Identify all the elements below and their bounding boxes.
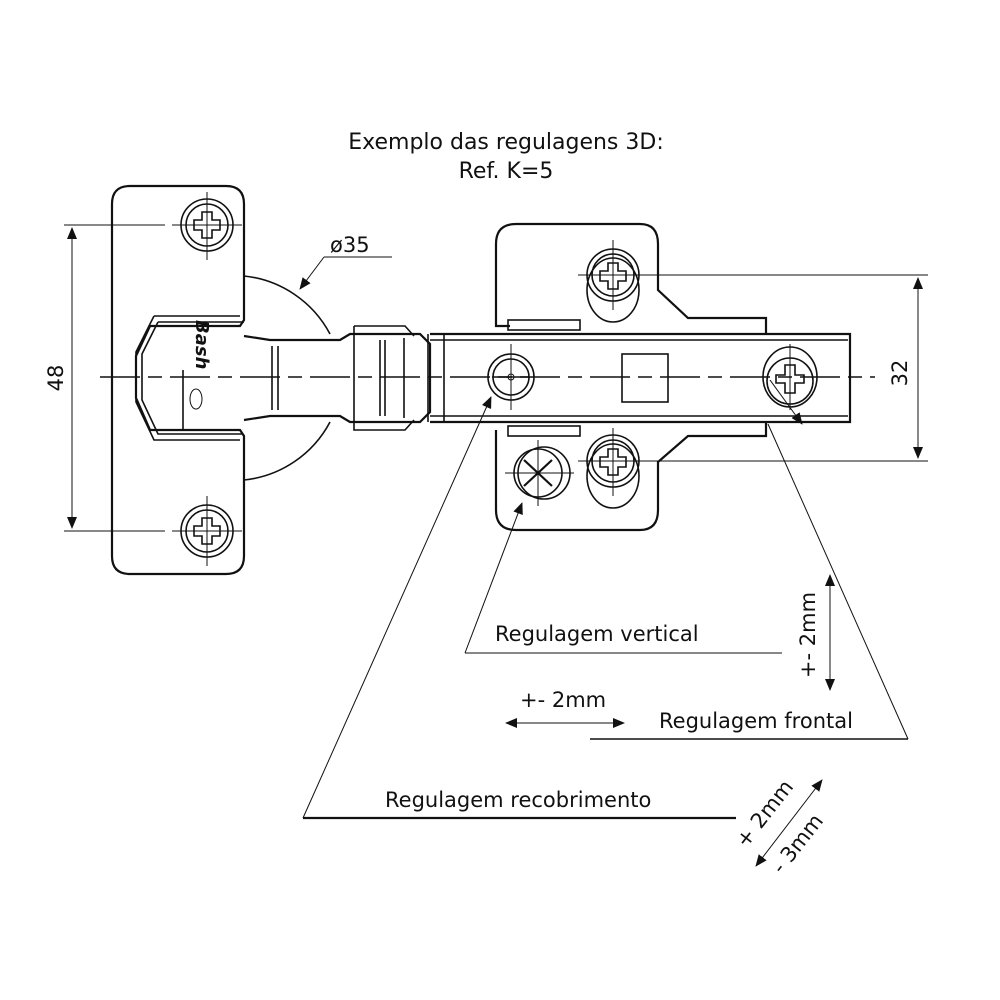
title-line-1: Exemplo das regulagens 3D: xyxy=(348,130,664,155)
dimension-48-label: 48 xyxy=(44,365,68,392)
dimension-48: 48 xyxy=(44,224,165,532)
center-square xyxy=(621,353,669,403)
hinge-cup-plate: Bash xyxy=(110,184,331,576)
phillips-cross-icon xyxy=(599,262,627,290)
mounting-plate xyxy=(494,222,768,532)
screw-bottom-left xyxy=(172,496,242,566)
cup-arc-bottom xyxy=(243,421,331,481)
screw-top-left xyxy=(172,192,242,260)
screw-vertical-adjust xyxy=(505,440,574,506)
overlay-range-minus: - 3mm xyxy=(767,809,828,878)
cup-diameter-label: ø35 xyxy=(330,233,370,257)
screw-plate-bottom xyxy=(578,428,650,509)
overlay-arrow xyxy=(755,779,823,867)
title-line-2: Ref. K=5 xyxy=(459,159,554,184)
phillips-cross-icon xyxy=(775,364,805,394)
frontal-range-label: +- 2mm xyxy=(520,688,606,712)
callout-overlay: Regulagem recobrimento + 2mm - 3mm xyxy=(302,396,828,878)
phillips-cross-icon xyxy=(193,517,221,545)
phillips-cross-icon xyxy=(599,448,627,476)
callout-vertical: Regulagem vertical +- 2mm xyxy=(464,502,835,691)
frontal-adjust-label: Regulagem frontal xyxy=(659,709,853,733)
cup-arc-top xyxy=(243,275,331,335)
vertical-adjust-label: Regulagem vertical xyxy=(495,622,699,646)
logo-ellipse xyxy=(189,388,203,410)
callout-frontal: Regulagem frontal +- 2mm xyxy=(505,423,909,740)
dimension-32: 32 xyxy=(650,274,928,462)
hinge-arm xyxy=(243,325,852,431)
brand-logo: Bash xyxy=(191,320,212,369)
frontal-pointer-arrow xyxy=(769,379,803,425)
phillips-cross-icon xyxy=(193,211,221,239)
screw-plate-top xyxy=(578,240,650,323)
overlay-adjust-label: Regulagem recobrimento xyxy=(385,788,651,812)
dimension-32-label: 32 xyxy=(888,360,912,387)
vertical-range-label: +- 2mm xyxy=(796,592,820,678)
dimension-cup-diameter: ø35 xyxy=(299,233,392,290)
